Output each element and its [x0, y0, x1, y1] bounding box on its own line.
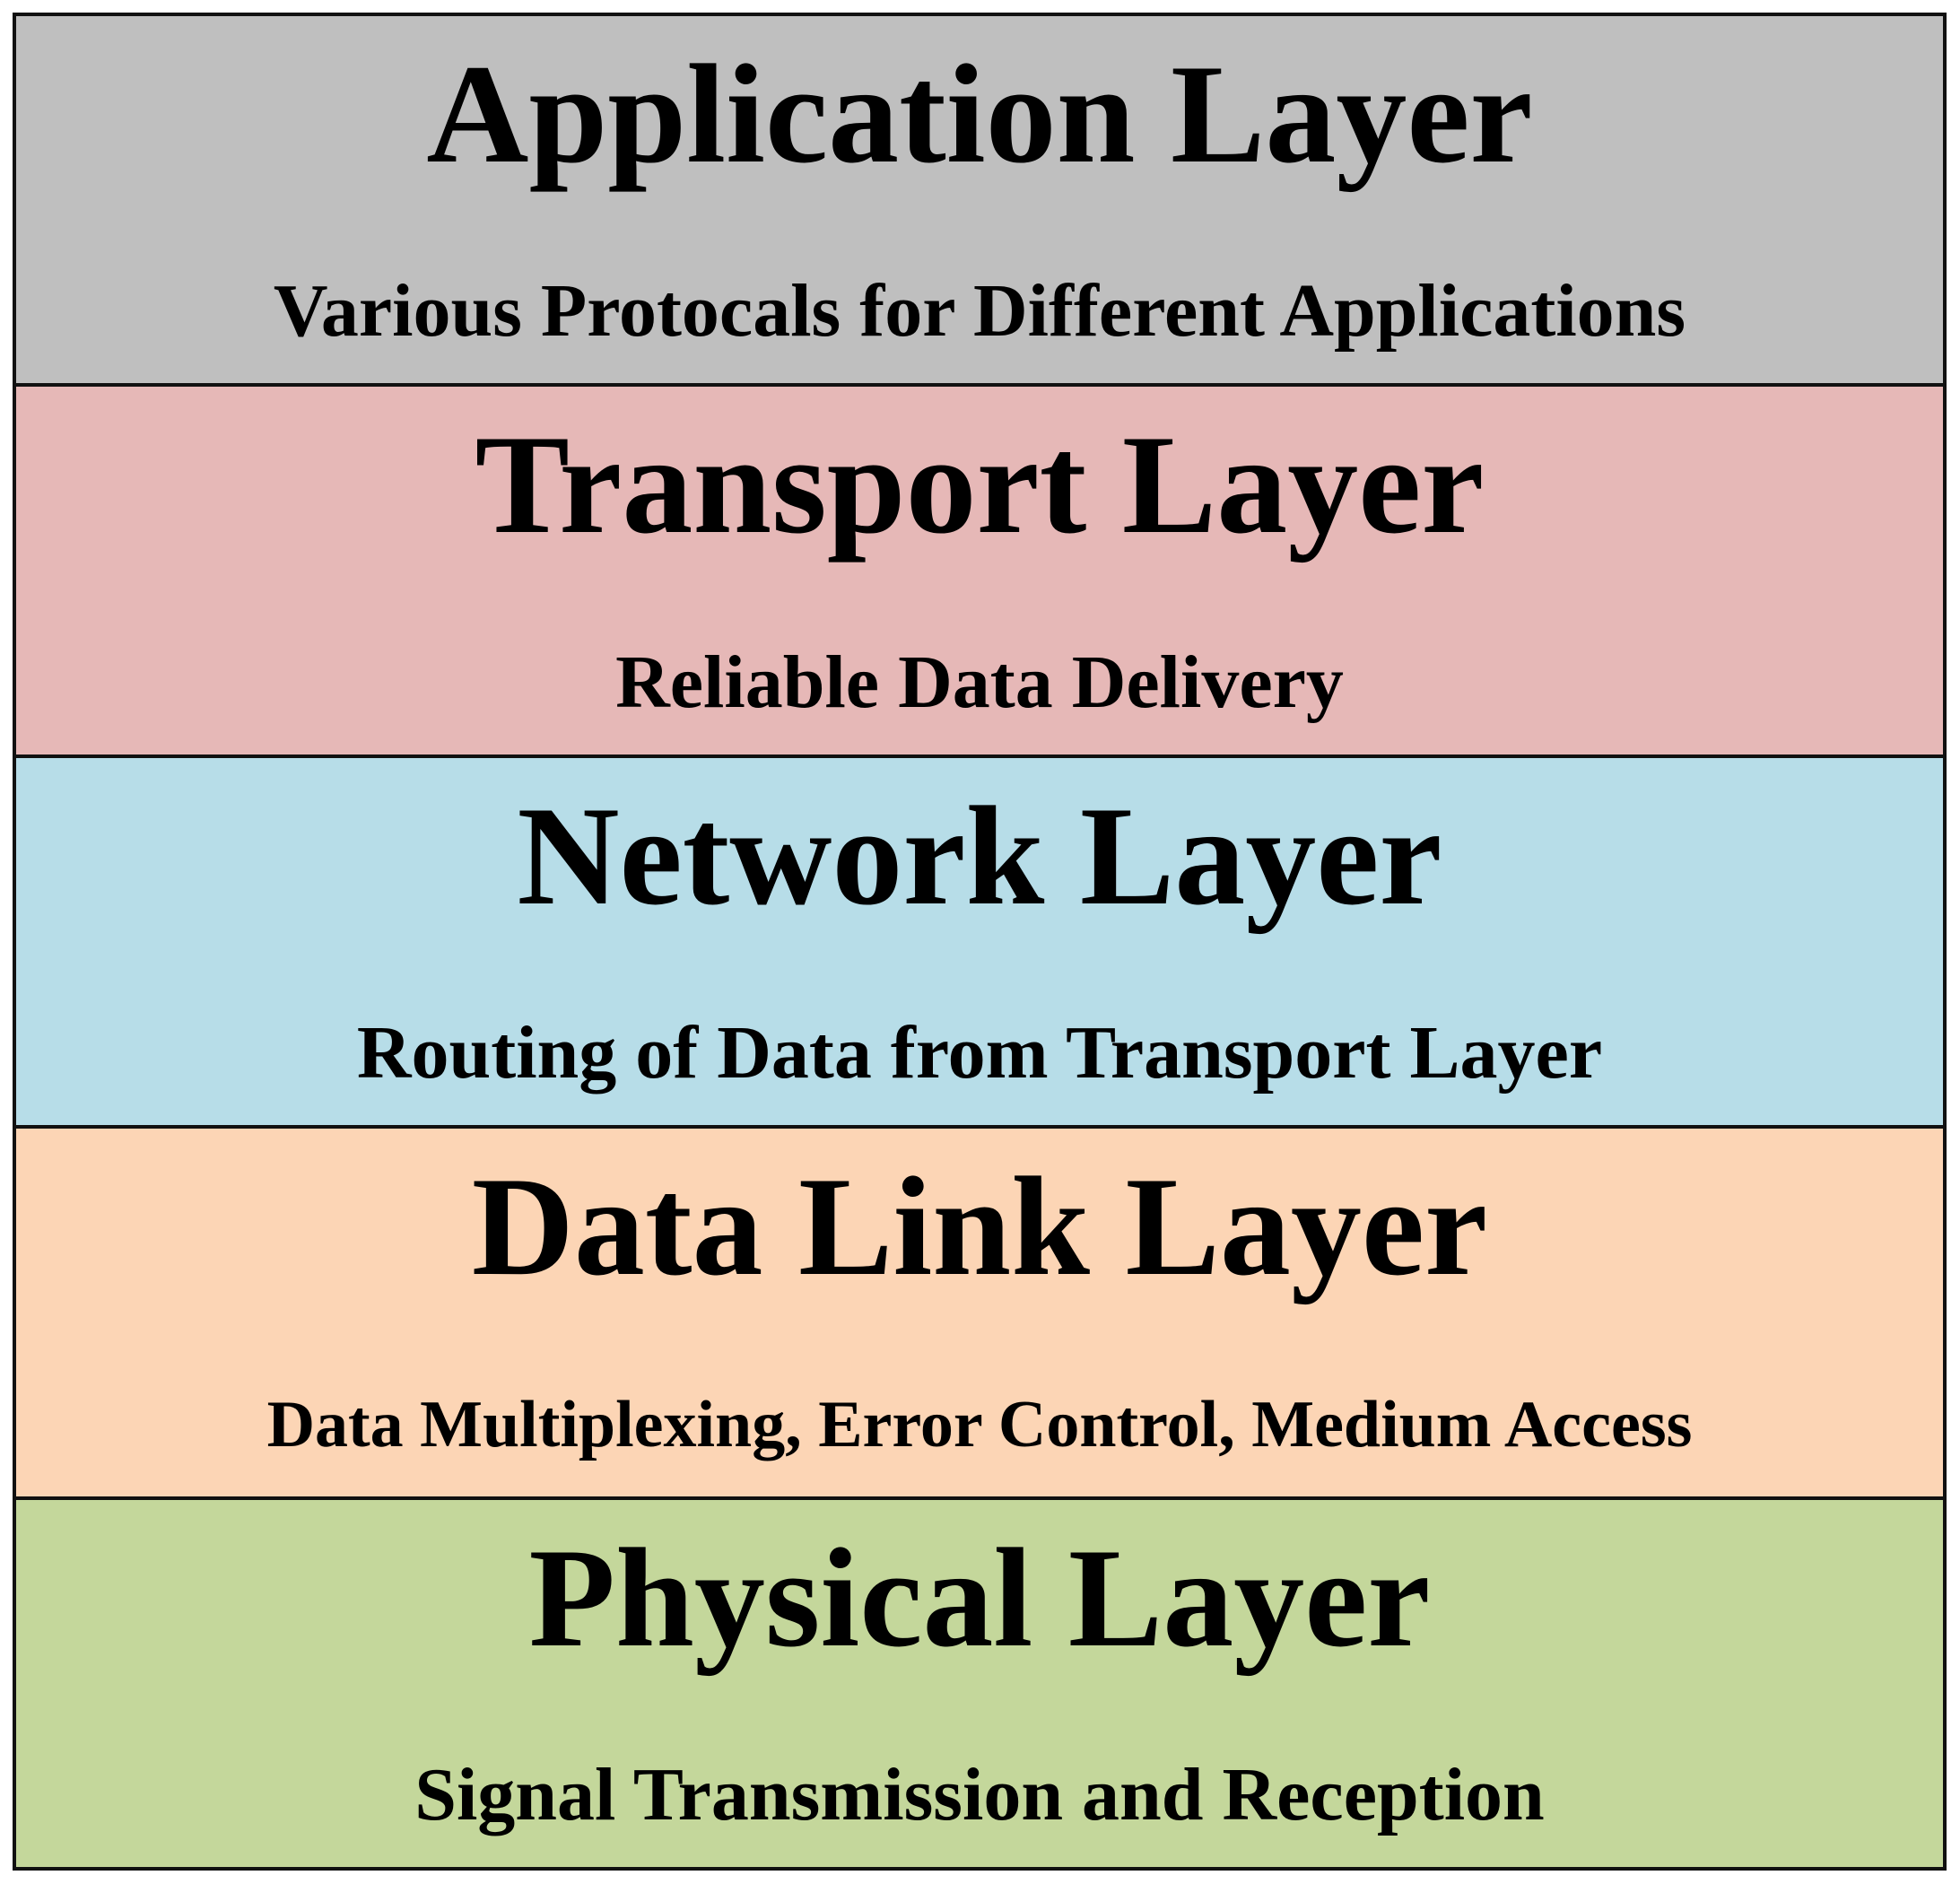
layer-title: Transport Layer: [475, 406, 1485, 564]
layer-description: Routing of Data from Transport Layer: [356, 1011, 1603, 1095]
layer-title: Network Layer: [517, 777, 1442, 935]
protocol-stack: Application Layer Various Protocals for …: [13, 13, 1947, 1871]
layer-description: Data Multiplexing, Error Control, Medium…: [266, 1387, 1693, 1461]
layer-title: Physical Layer: [528, 1519, 1431, 1677]
layer-application: Application Layer Various Protocals for …: [16, 16, 1943, 384]
layer-network: Network Layer Routing of Data from Trans…: [16, 754, 1943, 1126]
layer-description: Various Protocals for Different Applicat…: [273, 269, 1686, 353]
layer-physical: Physical Layer Signal Transmission and R…: [16, 1496, 1943, 1868]
layer-data-link: Data Link Layer Data Multiplexing, Error…: [16, 1125, 1943, 1496]
layer-title: Application Layer: [426, 36, 1533, 193]
layer-description: Signal Transmission and Reception: [414, 1753, 1545, 1837]
layer-description: Reliable Data Delivery: [615, 640, 1344, 724]
layer-title: Data Link Layer: [471, 1148, 1488, 1306]
layer-transport: Transport Layer Reliable Data Delivery: [16, 383, 1943, 754]
